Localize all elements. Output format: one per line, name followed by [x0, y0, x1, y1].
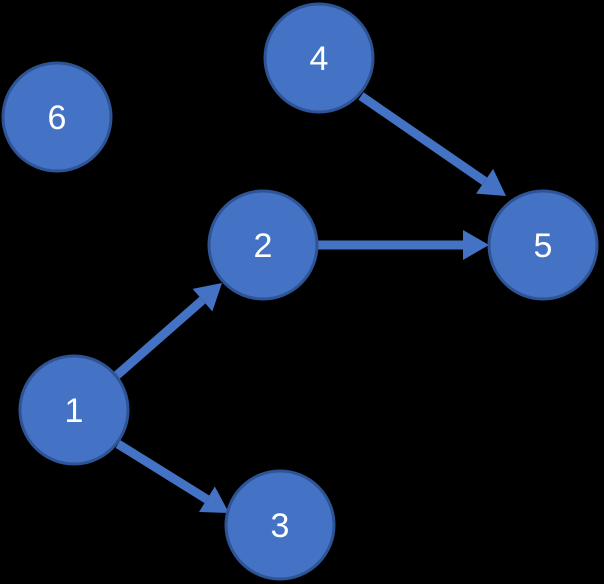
graph-node-2[interactable]: 2: [207, 189, 319, 301]
edge-1-to-3: [115, 440, 229, 513]
node-label-3: 3: [271, 507, 290, 545]
arrowhead-icon: [476, 168, 506, 196]
node-label-5: 5: [534, 227, 553, 265]
edge-1-to-2: [113, 283, 222, 380]
graph-node-6[interactable]: 6: [1, 61, 113, 173]
node-label-4: 4: [310, 40, 329, 78]
node-circle-5[interactable]: [487, 189, 599, 301]
node-label-6: 6: [48, 99, 67, 137]
arrowhead-icon: [198, 486, 229, 513]
graph-node-1[interactable]: 1: [18, 354, 130, 466]
edge-2-to-5: [317, 230, 489, 260]
arrowhead-icon: [463, 230, 489, 260]
node-circle-1[interactable]: [18, 354, 130, 466]
edge-shaft: [115, 440, 210, 504]
node-label-1: 1: [65, 392, 84, 430]
arrowhead-icon: [192, 283, 222, 312]
node-circle-4[interactable]: [263, 2, 375, 114]
edge-shaft: [113, 296, 206, 380]
node-label-2: 2: [254, 227, 273, 265]
node-circle-6[interactable]: [1, 61, 113, 173]
graph-node-3[interactable]: 3: [224, 469, 336, 581]
edge-shaft: [358, 92, 488, 185]
graph-node-5[interactable]: 5: [487, 189, 599, 301]
node-circle-3[interactable]: [224, 469, 336, 581]
edge-4-to-5: [358, 92, 506, 196]
edges-layer: [113, 92, 506, 513]
graph-node-4[interactable]: 4: [263, 2, 375, 114]
node-circle-2[interactable]: [207, 189, 319, 301]
